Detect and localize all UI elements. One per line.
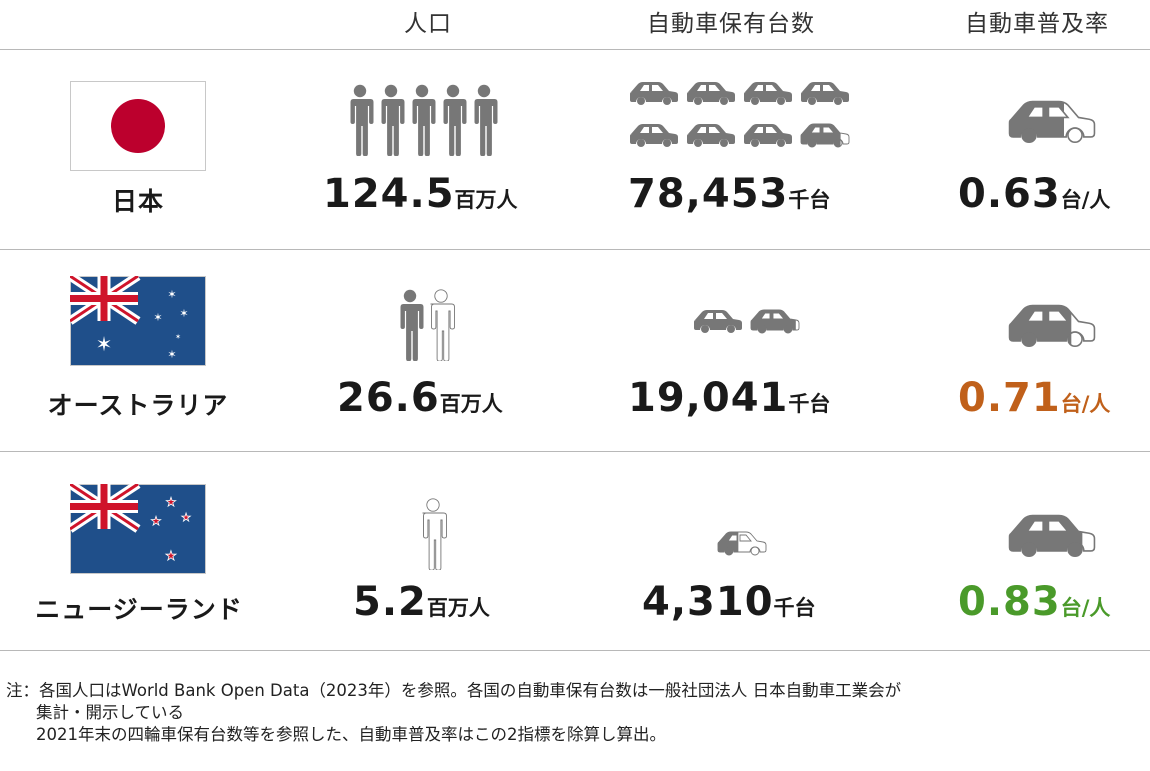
footnote-line: 集計・開示している bbox=[36, 703, 185, 722]
car-icon bbox=[801, 82, 849, 105]
svg-text:✶: ✶ bbox=[175, 333, 181, 341]
person-icon bbox=[473, 84, 498, 156]
car-icons bbox=[628, 80, 858, 148]
divider bbox=[0, 49, 1150, 50]
person-icon bbox=[399, 289, 424, 361]
people-icons bbox=[345, 84, 500, 156]
header-population: 人口 bbox=[404, 11, 452, 37]
svg-text:★: ★ bbox=[151, 514, 162, 528]
rate-car-icon bbox=[1006, 512, 1098, 558]
population-value: 26.6百万人 bbox=[337, 375, 503, 421]
vehicles-value: 19,041千台 bbox=[628, 375, 831, 421]
car-icon bbox=[744, 82, 792, 105]
person-icon bbox=[411, 84, 436, 156]
new-zealand-flag-icon: ★ ★ ★ ★ bbox=[70, 484, 206, 574]
svg-text:✶: ✶ bbox=[167, 348, 176, 361]
vehicles-value: 78,453千台 bbox=[628, 171, 831, 217]
people-icons bbox=[418, 498, 449, 570]
footnote-line: 2021年末の四輪車保有台数等を参照した、自動車普及率はこの2指標を除算し算出。 bbox=[36, 725, 666, 744]
vehicles-value: 4,310千台 bbox=[642, 579, 816, 625]
japan-flag-icon bbox=[70, 81, 206, 171]
car-icon bbox=[630, 124, 678, 147]
car-icons bbox=[716, 530, 776, 556]
car-icons bbox=[692, 308, 812, 334]
rate-value: 0.83台/人 bbox=[958, 579, 1111, 625]
car-icon bbox=[800, 123, 850, 148]
car-icon bbox=[687, 82, 735, 105]
svg-text:✶: ✶ bbox=[96, 332, 113, 356]
person-icon bbox=[380, 84, 405, 156]
car-icon bbox=[744, 124, 792, 147]
person-icon bbox=[422, 498, 447, 570]
divider bbox=[0, 249, 1150, 250]
header-rate: 自動車普及率 bbox=[965, 11, 1109, 37]
country-name-australia: オーストラリア bbox=[47, 391, 229, 420]
car-icon bbox=[1008, 514, 1096, 558]
australia-flag-icon: ✶ ✶ ✶ ✶ ✶ ✶ bbox=[70, 276, 206, 366]
car-icon bbox=[1008, 304, 1096, 348]
svg-text:★: ★ bbox=[165, 549, 177, 564]
car-icon bbox=[750, 309, 800, 334]
population-value: 5.2百万人 bbox=[353, 579, 490, 625]
footnote-line: 注：各国人口はWorld Bank Open Data（2023年）を参照。各国… bbox=[6, 681, 902, 700]
person-icon bbox=[430, 289, 455, 361]
person-icon bbox=[442, 84, 467, 156]
car-icon bbox=[687, 124, 735, 147]
car-icon bbox=[717, 531, 767, 556]
rate-value: 0.63台/人 bbox=[958, 171, 1111, 217]
svg-text:★: ★ bbox=[166, 495, 177, 509]
car-icon bbox=[1008, 100, 1096, 144]
population-value: 124.5百万人 bbox=[323, 171, 518, 217]
person-icon bbox=[349, 84, 374, 156]
svg-text:✶: ✶ bbox=[167, 288, 176, 301]
svg-text:✶: ✶ bbox=[153, 311, 162, 324]
rate-car-icon bbox=[1006, 302, 1098, 348]
divider bbox=[0, 650, 1150, 651]
svg-text:★: ★ bbox=[181, 511, 191, 524]
country-name-japan: 日本 bbox=[111, 187, 164, 216]
footnote: 注：各国人口はWorld Bank Open Data（2023年）を参照。各国… bbox=[6, 680, 901, 746]
people-icons bbox=[395, 289, 457, 361]
rate-car-icon bbox=[1006, 98, 1098, 144]
divider bbox=[0, 451, 1150, 452]
car-icon bbox=[694, 310, 742, 333]
header-vehicles: 自動車保有台数 bbox=[647, 11, 815, 37]
country-name-new-zealand: ニュージーランド bbox=[35, 595, 243, 624]
svg-text:✶: ✶ bbox=[179, 307, 188, 320]
car-icon bbox=[630, 82, 678, 105]
rate-value: 0.71台/人 bbox=[958, 375, 1111, 421]
